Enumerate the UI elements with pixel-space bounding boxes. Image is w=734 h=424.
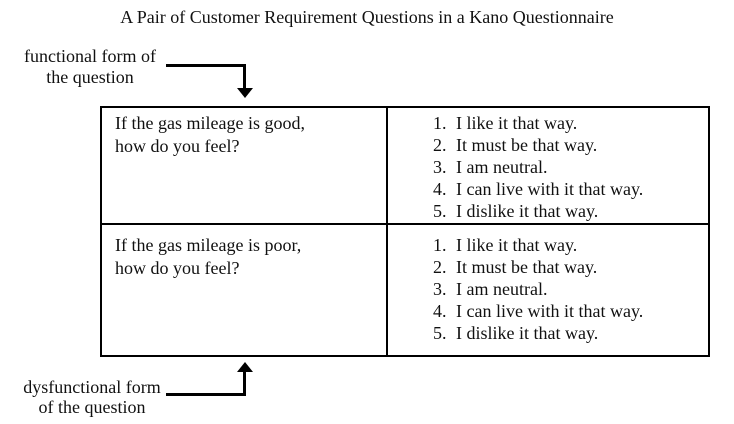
option-text: I am neutral. (456, 279, 548, 299)
dysfunctional-connector-vline (243, 371, 246, 395)
dysfunctional-options-cell: 1. I like it that way. 2. It must be that … (388, 225, 708, 355)
option-row: 2. It must be that way. (433, 256, 708, 278)
option-number: 3. (433, 279, 447, 299)
option-text: I like it that way. (456, 235, 578, 255)
option-number: 4. (433, 179, 447, 199)
dysfunctional-form-label: dysfunctional form of the question (8, 377, 176, 417)
option-text: It must be that way. (456, 135, 598, 155)
functional-form-label: functional form of the question (10, 46, 170, 88)
arrow-up-icon (237, 362, 253, 372)
option-number: 4. (433, 301, 447, 321)
option-number: 2. (433, 135, 447, 155)
option-number: 3. (433, 157, 447, 177)
dysfunctional-question-cell: If the gas mileage is poor, how do you f… (102, 225, 388, 355)
kano-questionnaire-table: If the gas mileage is good, how do you f… (100, 106, 710, 357)
option-row: 2. It must be that way. (433, 134, 708, 156)
dysfunctional-form-label-line2: of the question (38, 397, 146, 417)
option-text: I am neutral. (456, 157, 548, 177)
option-row: 3. I am neutral. (433, 156, 708, 178)
option-number: 5. (433, 201, 447, 221)
option-number: 2. (433, 257, 447, 277)
dysfunctional-connector-hline (166, 393, 246, 396)
functional-question-line1: If the gas mileage is good, (115, 113, 305, 133)
option-row: 3. I am neutral. (433, 278, 708, 300)
option-text: I can live with it that way. (456, 301, 644, 321)
functional-connector-hline (166, 64, 246, 67)
dysfunctional-question-line2: how do you feel? (115, 258, 240, 278)
option-number: 1. (433, 113, 447, 133)
option-row: 5. I dislike it that way. (433, 322, 708, 344)
functional-form-label-line1: functional form of (24, 46, 156, 66)
option-row: 1. I like it that way. (433, 112, 708, 134)
functional-form-label-line2: the question (46, 67, 134, 87)
option-number: 5. (433, 323, 447, 343)
functional-question-line2: how do you feel? (115, 136, 240, 156)
option-row: 4. I can live with it that way. (433, 178, 708, 200)
option-row: 5. I dislike it that way. (433, 200, 708, 222)
option-row: 4. I can live with it that way. (433, 300, 708, 322)
figure-title: A Pair of Customer Requirement Questions… (120, 7, 614, 27)
arrow-down-icon (237, 88, 253, 98)
option-text: It must be that way. (456, 257, 598, 277)
functional-options-cell: 1. I like it that way. 2. It must be that … (388, 108, 708, 225)
option-text: I can live with it that way. (456, 179, 644, 199)
dysfunctional-question-line1: If the gas mileage is poor, (115, 235, 302, 255)
option-number: 1. (433, 235, 447, 255)
functional-connector-vline (243, 64, 246, 90)
option-row: 1. I like it that way. (433, 234, 708, 256)
option-text: I dislike it that way. (456, 201, 599, 221)
option-text: I dislike it that way. (456, 323, 599, 343)
option-text: I like it that way. (456, 113, 578, 133)
dysfunctional-form-label-line1: dysfunctional form (23, 377, 161, 397)
functional-question-cell: If the gas mileage is good, how do you f… (102, 108, 388, 225)
